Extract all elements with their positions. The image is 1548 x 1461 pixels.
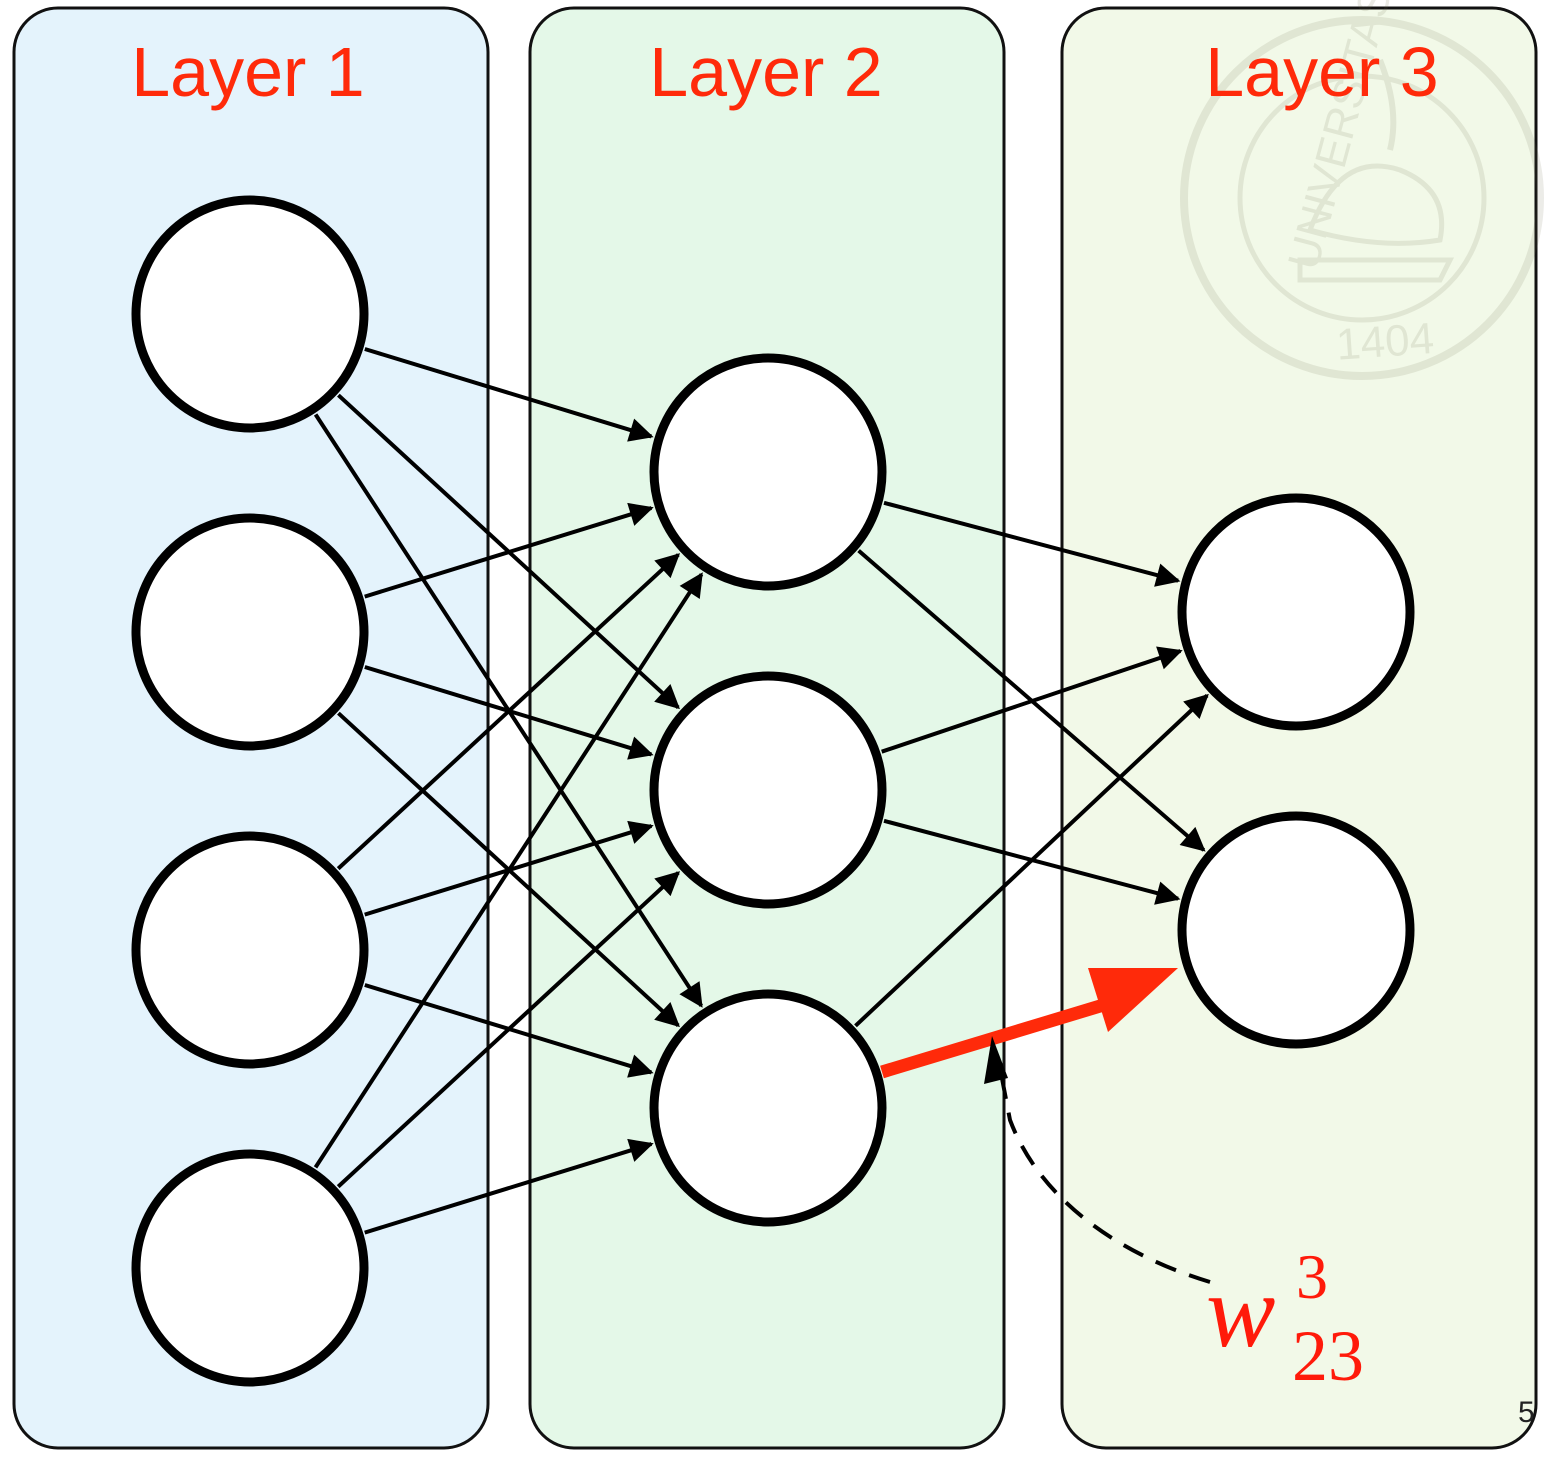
connections (313, 347, 1209, 1235)
neuron-layer1-2 (131, 513, 369, 751)
neuron-layer1-1 (131, 195, 369, 433)
connection-l1n2-l2n1 (364, 502, 654, 599)
highlighted-weight-line (880, 993, 1122, 1079)
weight-label-pointer (998, 1067, 1211, 1284)
weight-subscript: 23 (1292, 1316, 1364, 1396)
weight-label-pointer-arrowhead (984, 1036, 1008, 1084)
layer-1-title: Layer 1 (131, 33, 364, 111)
layer-3-title: Layer 3 (1205, 33, 1438, 111)
weight-superscript: 3 (1296, 1241, 1328, 1312)
neuron-layer1-3 (131, 831, 369, 1069)
connection-l1n3-l2n1 (336, 553, 681, 871)
connection-l1n4-l2n1 (313, 572, 704, 1169)
neuron-layer3-1 (1177, 493, 1415, 731)
highlighted-weight-arrowhead (1088, 968, 1178, 1032)
connection-l2n3-l3n1 (854, 693, 1209, 1028)
neuron-layer1-4 (131, 1149, 369, 1387)
neuron-layer2-2 (649, 671, 887, 909)
connection-l2n2-l3n1 (881, 646, 1183, 754)
layer-2-title: Layer 2 (649, 33, 882, 111)
connection-l1n4-l2n3 (364, 1138, 654, 1235)
page-number: 5 (1518, 1396, 1535, 1429)
neurons (131, 195, 1415, 1387)
neuron-layer2-1 (649, 353, 887, 591)
highlighted-weight-arrow (880, 968, 1178, 1079)
weight-symbol: w (1206, 1254, 1275, 1369)
connection-l1n1-l2n1 (364, 347, 654, 442)
connection-l2n1-l3n1 (883, 500, 1181, 587)
seal-year: 1404 (1335, 314, 1436, 370)
neuron-layer2-3 (649, 989, 887, 1227)
connection-l1n4-l2n2 (336, 871, 681, 1189)
weight-label: w 3 23 (1206, 1241, 1364, 1396)
neuron-layer3-2 (1177, 811, 1415, 1049)
